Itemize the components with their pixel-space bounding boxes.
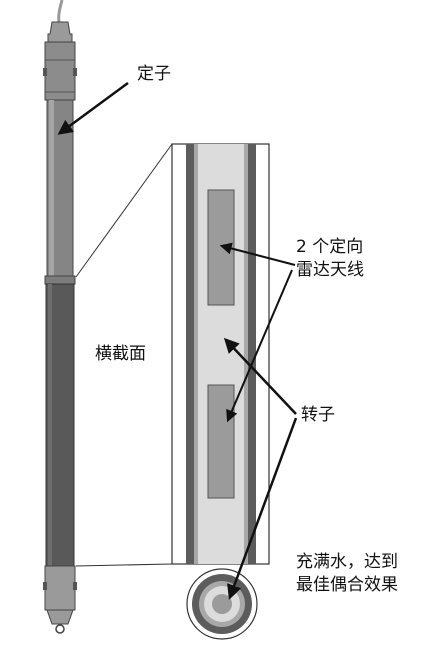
- probe-bottom-cap: [46, 609, 74, 625]
- antenna-lower: [207, 384, 235, 499]
- probe-bottom-fitting: [44, 565, 76, 611]
- antennas-label-line2: 雷达天线: [296, 260, 364, 280]
- antenna-arrow-upper: [219, 242, 296, 266]
- probe-top-fitting: [44, 41, 76, 101]
- stator-label: 定子: [137, 64, 171, 84]
- water-label-line1: 充满水，达到: [296, 552, 398, 572]
- probe-tube: [43, 21, 77, 634]
- water-arrow: [227, 417, 298, 600]
- borehole-circle: [186, 568, 258, 640]
- stator-arrow: [57, 81, 129, 135]
- cross-section-panel: [171, 143, 270, 565]
- cable: [57, 0, 64, 23]
- projection-line-bottom: [75, 563, 173, 567]
- probe-top-cap: [47, 21, 73, 43]
- projection-line-top: [75, 143, 173, 278]
- rotor-label: 转子: [301, 405, 335, 425]
- rotor-arrow: [223, 337, 297, 415]
- water-label-line2: 最佳偶合效果: [296, 575, 398, 595]
- cross-section-label: 横截面: [95, 344, 146, 364]
- antennas-label-line1: 2 个定向: [296, 237, 364, 257]
- antenna-arrow-lower: [226, 269, 293, 423]
